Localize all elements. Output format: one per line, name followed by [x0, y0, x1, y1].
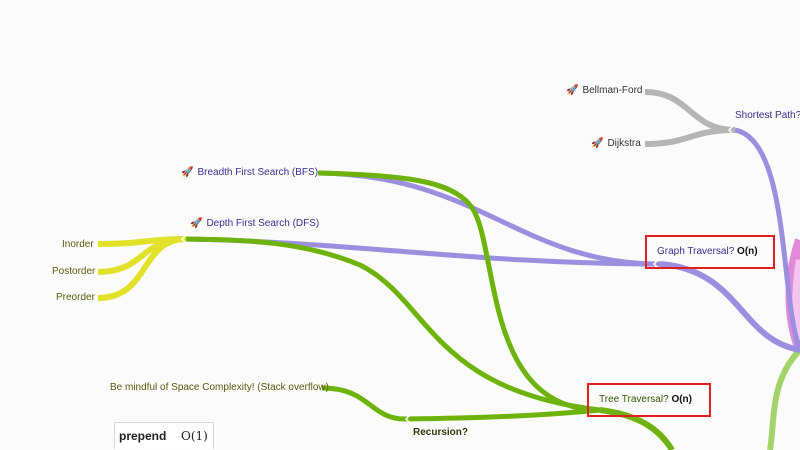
- branch-tree-recursion: [404, 407, 601, 422]
- node-inorder[interactable]: Inorder: [62, 238, 94, 252]
- node-shortest-path[interactable]: Shortest Path?: [735, 109, 800, 123]
- branch-root-lightgreen: [767, 347, 800, 450]
- complexity-label: O(n): [671, 394, 692, 405]
- branch-tree-dfs: [185, 236, 601, 413]
- branch-recursion-note: [321, 385, 406, 422]
- branch-root-shortest: [734, 127, 800, 351]
- node-space-complexity-note[interactable]: Be mindful of Space Complexity! (Stack o…: [110, 381, 329, 395]
- node-preorder[interactable]: Preorder: [56, 291, 95, 305]
- node-label: Depth First Search (DFS): [206, 218, 320, 229]
- table-key: prepend: [119, 429, 167, 443]
- branch-shortest-dijkstra: [644, 127, 736, 147]
- arrow-graph: [652, 259, 659, 269]
- branch-dfs-preorder: [97, 236, 187, 301]
- node-dijkstra[interactable]: 🚀Dijkstra: [591, 137, 641, 151]
- node-recursion[interactable]: Recursion?: [413, 426, 468, 440]
- rocket-icon: 🚀: [591, 138, 604, 149]
- arrow-shortest: [727, 125, 734, 135]
- node-label: Bellman-Ford: [582, 85, 643, 96]
- node-label: Tree Traversal?: [599, 394, 669, 405]
- node-graph-traversal[interactable]: Graph Traversal? O(n): [645, 235, 775, 269]
- branch-tree-root: [599, 407, 675, 450]
- node-label: Inorder: [62, 239, 94, 250]
- table-value: O(1): [181, 429, 208, 443]
- node-label: Be mindful of Space Complexity! (Stack o…: [110, 382, 329, 393]
- branch-root-graph: [659, 261, 800, 353]
- root-branch-pink-2: [792, 259, 800, 341]
- node-label: Breadth First Search (BFS): [197, 167, 319, 178]
- node-label: Graph Traversal?: [657, 246, 735, 257]
- node-label: Postorder: [52, 266, 96, 277]
- node-label: Dijkstra: [607, 138, 641, 149]
- node-label: Preorder: [56, 292, 95, 303]
- node-tree-traversal[interactable]: Tree Traversal? O(n): [587, 383, 711, 417]
- node-label: Shortest Path?: [735, 110, 800, 121]
- branch-tree-bfs: [317, 170, 601, 413]
- node-bellman-ford[interactable]: 🚀Bellman-Ford: [566, 84, 642, 98]
- node-dfs[interactable]: 🚀Depth First Search (DFS): [190, 217, 319, 231]
- rocket-icon: 🚀: [181, 167, 194, 178]
- branch-shortest-bellman: [644, 89, 736, 133]
- rocket-icon: 🚀: [566, 85, 579, 96]
- arrow-recursion: [404, 414, 411, 424]
- rocket-icon: 🚀: [190, 218, 203, 229]
- arrow-dfs: [180, 234, 187, 244]
- node-postorder[interactable]: Postorder: [52, 265, 95, 279]
- complexity-label: O(n): [737, 246, 758, 257]
- complexity-table: prepend O(1): [114, 422, 214, 449]
- node-bfs[interactable]: 🚀Breadth First Search (BFS): [181, 166, 318, 180]
- node-label: Recursion?: [413, 427, 469, 438]
